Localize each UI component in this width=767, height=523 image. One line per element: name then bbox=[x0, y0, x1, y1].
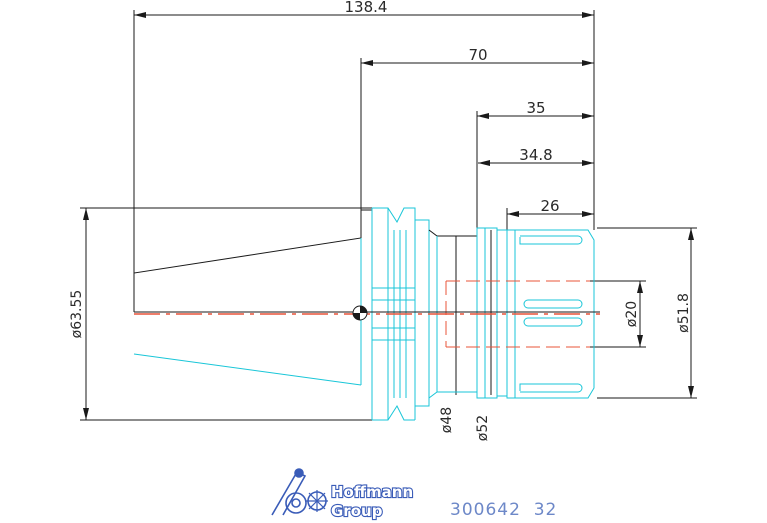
dimension-lines bbox=[80, 10, 697, 421]
logo-mark-icon bbox=[271, 468, 328, 516]
dim-overall-length: 138.4 bbox=[345, 0, 388, 16]
logo-line-1: Hoffmann bbox=[331, 483, 413, 501]
dim-body-diameter: ø48 bbox=[439, 407, 455, 433]
logo-line-2: Group bbox=[331, 502, 383, 520]
dim-nut-section: 35 bbox=[526, 99, 545, 117]
dim-bore-diameter: ø20 bbox=[624, 301, 640, 327]
center-mark bbox=[352, 305, 368, 321]
dimension-arrows bbox=[83, 12, 694, 420]
dim-taper-diameter: ø63.55 bbox=[69, 290, 85, 339]
dim-collar-diameter: ø52 bbox=[475, 415, 491, 441]
part-number: 300642 32 bbox=[450, 500, 557, 520]
collet-nut bbox=[506, 229, 595, 399]
dim-nut-length: 26 bbox=[540, 197, 559, 215]
dim-nut-section-inner: 34.8 bbox=[519, 146, 552, 164]
dim-flange-to-end: 70 bbox=[468, 46, 487, 64]
hoffmann-group-logo: Hoffmann Group bbox=[271, 468, 414, 521]
collar bbox=[476, 227, 507, 399]
dim-nut-diameter: ø51.8 bbox=[676, 293, 692, 333]
